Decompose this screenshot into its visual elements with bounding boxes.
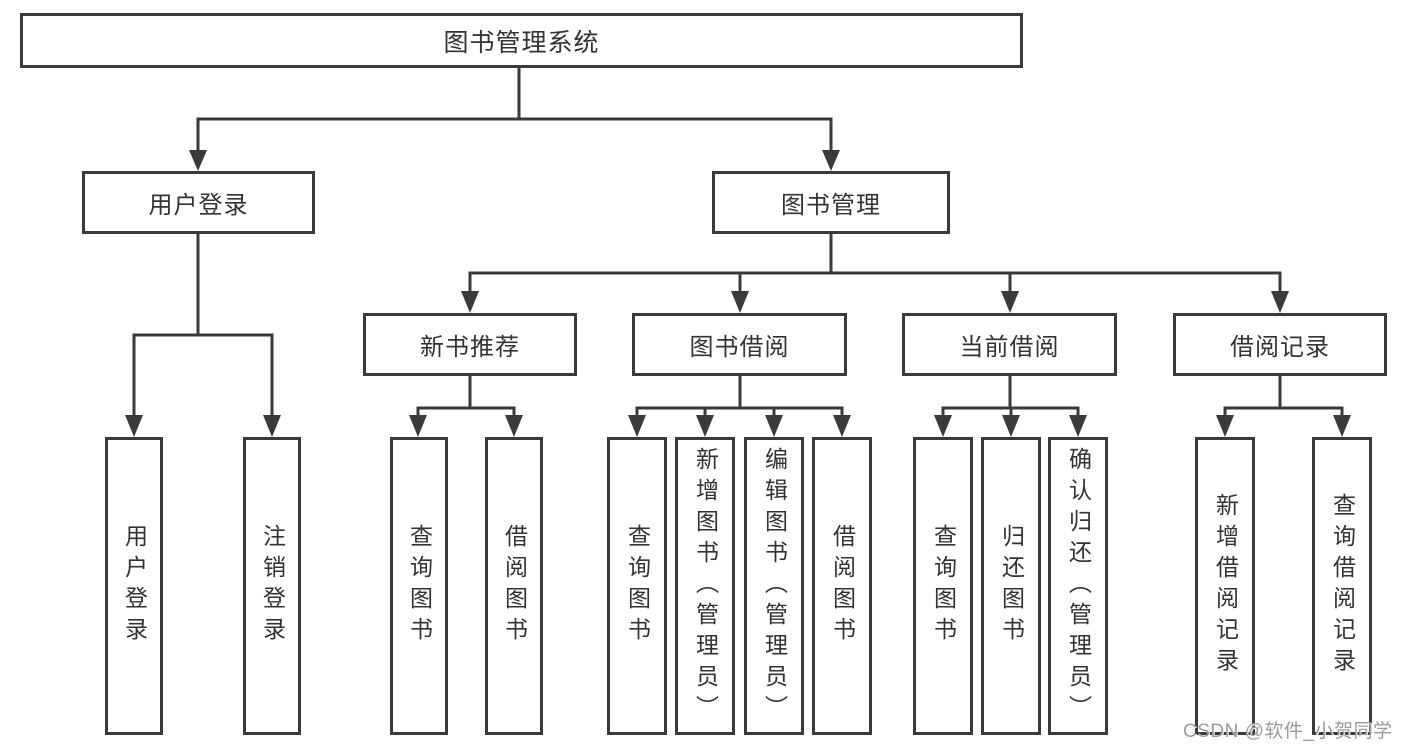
arrowhead	[628, 415, 646, 437]
node-leaf-query-borrow-record: 查询借阅记录	[1312, 437, 1372, 735]
arrowhead	[189, 150, 207, 171]
node-leaf-edit-book-admin: 编辑图书（管理员）	[744, 437, 804, 735]
arrowhead	[263, 415, 281, 437]
branch-current-borrowing	[934, 376, 1087, 437]
node-leaf-borrow-book-recommend: 借阅图书	[485, 437, 543, 735]
arrowhead	[125, 415, 143, 437]
node-label: 查询图书	[406, 524, 433, 648]
node-new-book-recommendation: 新书推荐	[363, 313, 577, 376]
node-label: 注销登录	[259, 524, 286, 648]
node-label: 编辑图书（管理员）	[761, 446, 788, 726]
arrowhead	[1001, 291, 1019, 313]
arrowhead	[461, 291, 479, 313]
node-borrowing-records: 借阅记录	[1173, 313, 1387, 376]
node-leaf-query-book-current: 查询图书	[913, 437, 973, 735]
arrowhead	[1002, 415, 1020, 437]
node-label: 新增借阅记录	[1212, 493, 1239, 679]
arrowhead	[696, 415, 714, 437]
arrowhead	[1333, 415, 1351, 437]
node-leaf-confirm-return-admin: 确认归还（管理员）	[1048, 437, 1108, 735]
arrowhead	[1271, 291, 1289, 313]
node-library-management-system: 图书管理系统	[20, 13, 1023, 68]
watermark: CSDN @软件_小贺同学	[1183, 721, 1393, 742]
arrowhead	[1216, 415, 1234, 437]
node-label: 查询图书	[624, 524, 651, 648]
branch-book-management	[461, 234, 1289, 313]
branch-borrowing-records	[1216, 376, 1351, 437]
node-label: 查询图书	[930, 524, 957, 648]
node-leaf-user-login: 用户登录	[105, 437, 163, 735]
node-label: 查询借阅记录	[1329, 493, 1356, 679]
node-label: 确认归还（管理员）	[1065, 446, 1092, 726]
node-leaf-add-borrow-record: 新增借阅记录	[1195, 437, 1255, 735]
node-label: 借阅图书	[501, 524, 528, 648]
arrowhead	[409, 415, 427, 437]
node-current-borrowing: 当前借阅	[902, 313, 1117, 376]
node-leaf-query-book-borrow: 查询图书	[607, 437, 667, 735]
arrowhead	[765, 415, 783, 437]
node-leaf-query-book-recommend: 查询图书	[390, 437, 448, 735]
arrowhead	[505, 415, 523, 437]
node-book-borrowing: 图书借阅	[632, 313, 847, 376]
node-label: 新增图书（管理员）	[692, 446, 719, 726]
arrowhead	[934, 415, 952, 437]
node-label: 借阅图书	[829, 524, 856, 648]
node-leaf-add-book-admin: 新增图书（管理员）	[675, 437, 735, 735]
node-label: 归还图书	[998, 524, 1025, 648]
node-book-management: 图书管理	[712, 171, 950, 234]
branch-user-login	[125, 234, 281, 437]
branch-root	[189, 68, 840, 171]
node-leaf-logout: 注销登录	[243, 437, 301, 735]
node-label: 用户登录	[121, 524, 148, 648]
arrowhead	[833, 415, 851, 437]
node-leaf-borrow-book: 借阅图书	[812, 437, 872, 735]
arrowhead	[731, 291, 749, 313]
arrowhead	[822, 150, 840, 171]
branch-new-book-recommendation	[409, 376, 523, 437]
branch-book-borrowing	[628, 376, 851, 437]
node-leaf-return-book: 归还图书	[981, 437, 1041, 735]
arrowhead	[1069, 415, 1087, 437]
node-user-login: 用户登录	[82, 171, 315, 234]
